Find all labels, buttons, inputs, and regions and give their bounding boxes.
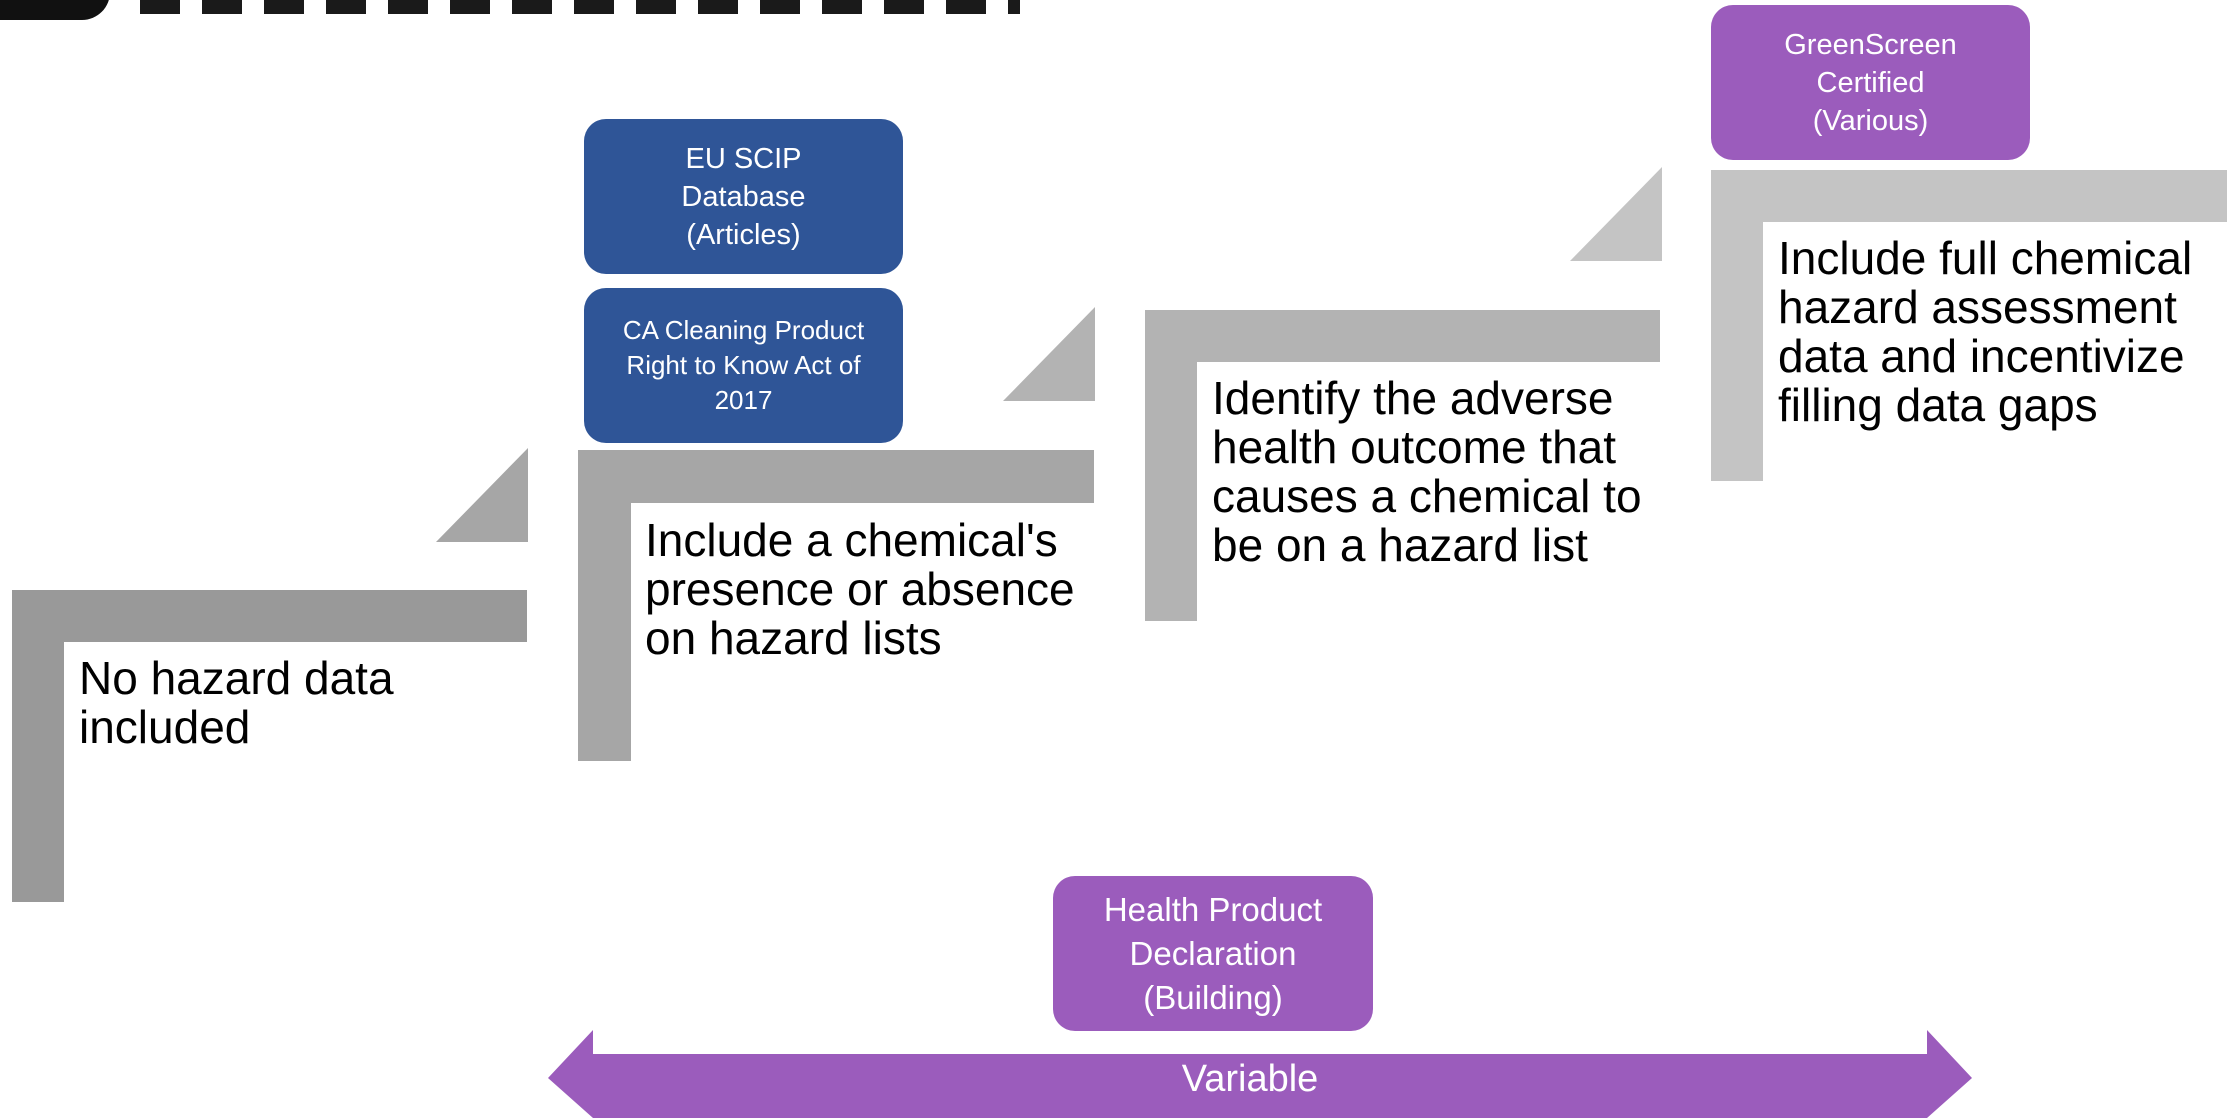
eu-scip-box: EU SCIP Database (Articles) (584, 119, 903, 274)
hpd-box: Health Product Declaration (Building) (1053, 876, 1373, 1031)
hpd-label: Health Product Declaration (Building) (1103, 890, 1323, 1016)
step-1-riser (12, 590, 64, 902)
step-4-text: Include full chemical hazard assessment … (1778, 232, 2193, 431)
step-3-tread (1145, 310, 1660, 362)
step-4-riser (1711, 170, 1763, 481)
header-logo-fragment (0, 0, 110, 20)
step-arrow-2-icon (1003, 307, 1095, 401)
variable-label: Variable (1181, 1058, 1319, 1100)
step-3-text: Identify the adverse health outcome that… (1212, 372, 1642, 571)
step-3-riser (1145, 310, 1197, 621)
greenscreen-label: GreenScreen Certified (Various) (1784, 28, 1957, 137)
step-2-tread (578, 450, 1094, 503)
eu-scip-label: EU SCIP Database (Articles) (681, 142, 806, 251)
step-2-text: Include a chemical's presence or absence… (645, 514, 1075, 664)
step-1-text: No hazard data included (79, 652, 394, 753)
greenscreen-box: GreenScreen Certified (Various) (1711, 5, 2030, 160)
step-2-riser (578, 450, 631, 761)
step-1-tread (12, 590, 527, 642)
step-arrow-3-icon (1570, 167, 1662, 261)
step-4-tread (1711, 170, 2227, 222)
step-arrow-1-icon (436, 448, 528, 542)
ca-cleaning-label: CA Cleaning Product Right to Know Act of… (622, 315, 865, 415)
header-title-fragment (140, 0, 1020, 14)
variable-arrow-icon (548, 1030, 1972, 1118)
ca-cleaning-box: CA Cleaning Product Right to Know Act of… (584, 288, 903, 443)
